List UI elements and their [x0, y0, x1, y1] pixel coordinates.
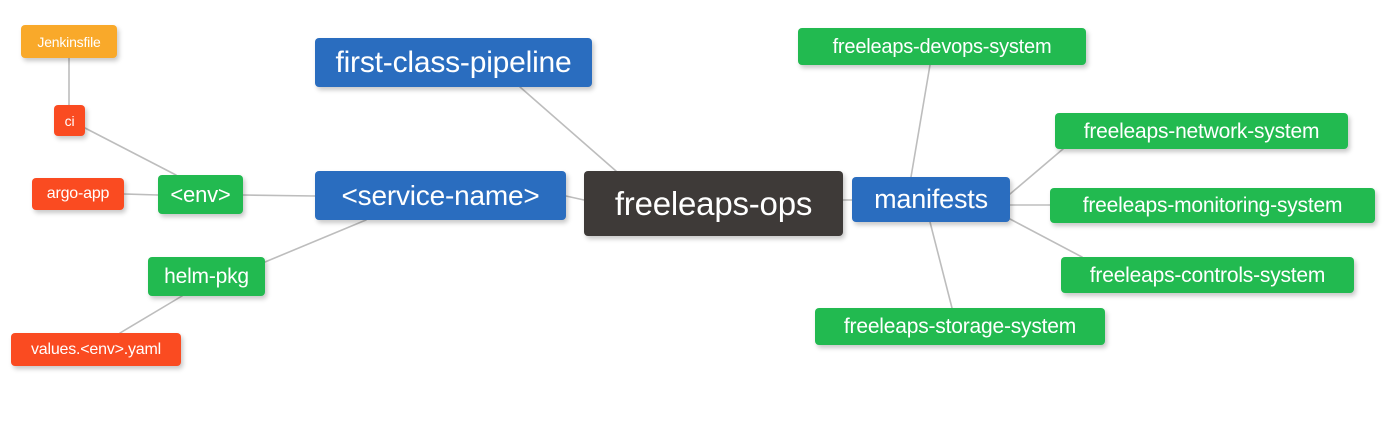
edge-manifests-to-freeleaps-controls-system [1009, 218, 1083, 258]
node-label-ci: ci [64, 112, 75, 129]
mindmap-node-manifests[interactable]: manifests [852, 177, 1010, 222]
node-label-jenkinsfile: Jenkinsfile [37, 33, 101, 50]
mindmap-node-env[interactable]: <env> [158, 175, 243, 214]
edge-helm-pkg-to-values-yaml [119, 295, 183, 334]
node-label-manifests: manifests [874, 184, 988, 214]
node-label-first-class-pipeline: first-class-pipeline [335, 45, 572, 79]
node-label-env: <env> [170, 181, 231, 207]
node-label-service-name: <service-name> [341, 179, 540, 211]
mindmap-node-freeleaps-controls-system[interactable]: freeleaps-controls-system [1061, 257, 1354, 293]
node-label-freeleaps-ops: freeleaps-ops [614, 185, 813, 222]
mindmap-node-service-name[interactable]: <service-name> [315, 171, 566, 220]
mindmap-node-helm-pkg[interactable]: helm-pkg [148, 257, 265, 296]
edge-service-name-to-helm-pkg [264, 219, 367, 263]
node-label-freeleaps-monitoring-system: freeleaps-monitoring-system [1082, 194, 1343, 217]
edge-env-to-argo-app [123, 193, 159, 196]
edge-manifests-to-freeleaps-storage-system [929, 221, 953, 309]
node-label-helm-pkg: helm-pkg [164, 265, 249, 288]
node-label-freeleaps-network-system: freeleaps-network-system [1083, 119, 1320, 143]
node-label-freeleaps-controls-system: freeleaps-controls-system [1089, 263, 1326, 287]
node-label-values-yaml: values.<env>.yaml [30, 340, 161, 358]
mindmap-node-ci[interactable]: ci [54, 105, 85, 136]
mindmap-node-freeleaps-monitoring-system[interactable]: freeleaps-monitoring-system [1050, 188, 1375, 223]
mindmap-node-first-class-pipeline[interactable]: first-class-pipeline [315, 38, 592, 87]
mindmap-node-jenkinsfile[interactable]: Jenkinsfile [21, 25, 117, 58]
edge-env-to-ci [84, 127, 177, 176]
mindmap-node-values-yaml[interactable]: values.<env>.yaml [11, 333, 181, 366]
node-label-freeleaps-devops-system: freeleaps-devops-system [832, 35, 1052, 58]
edge-freeleaps-ops-to-first-class-pipeline [519, 86, 617, 172]
mindmap-node-argo-app[interactable]: argo-app [32, 178, 124, 210]
node-label-freeleaps-storage-system: freeleaps-storage-system [843, 315, 1077, 338]
mindmap-node-freeleaps-ops[interactable]: freeleaps-ops [584, 171, 843, 236]
edge-service-name-to-env [242, 194, 316, 197]
edge-freeleaps-ops-to-service-name [565, 195, 585, 201]
mindmap-node-freeleaps-storage-system[interactable]: freeleaps-storage-system [815, 308, 1105, 345]
mindmap-node-freeleaps-devops-system[interactable]: freeleaps-devops-system [798, 28, 1086, 65]
edge-manifests-to-freeleaps-devops-system [910, 64, 931, 178]
mindmap-node-freeleaps-network-system[interactable]: freeleaps-network-system [1055, 113, 1348, 149]
node-label-argo-app: argo-app [46, 185, 110, 202]
